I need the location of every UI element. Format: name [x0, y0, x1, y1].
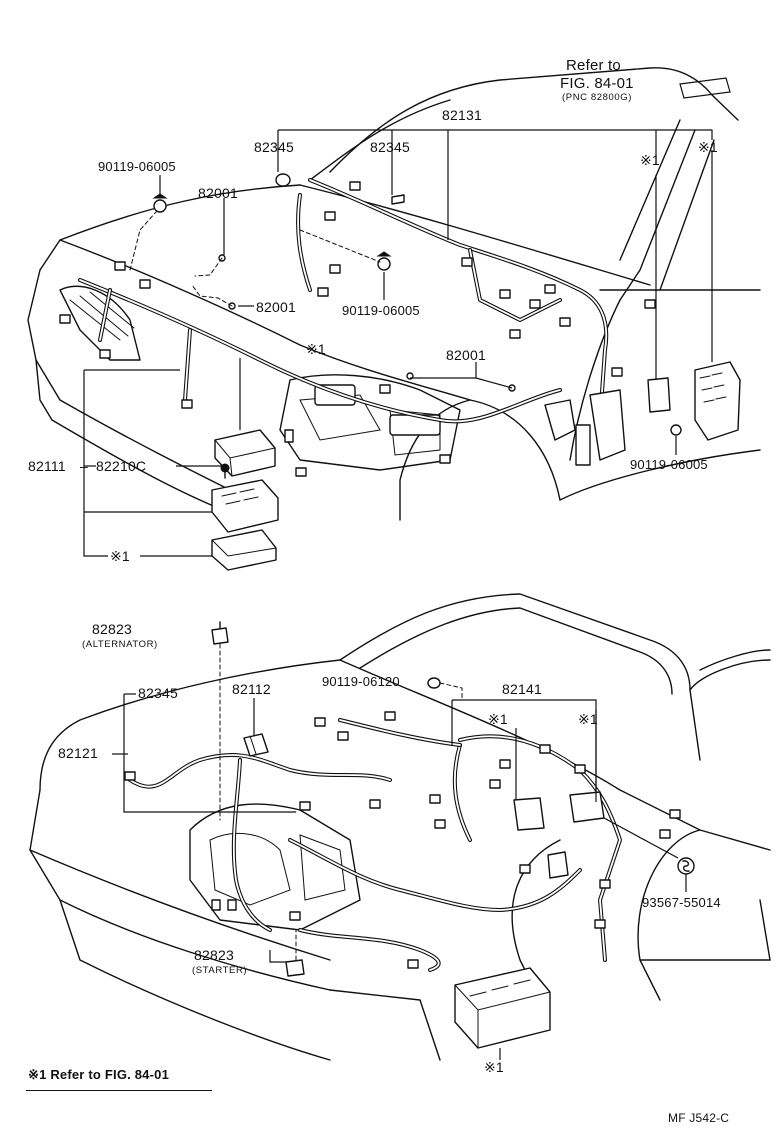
part-82131-label: 82131: [442, 107, 482, 123]
alternator-label: (ALTERNATOR): [82, 639, 158, 650]
diagram-code-label: MF J542-C: [668, 1111, 730, 1125]
part-82111-label: 82111: [28, 458, 66, 474]
top-connectors: [59, 181, 656, 477]
part-90119-06120-label: 90119-06120: [322, 674, 400, 689]
footnote-label: ※1 Refer to FIG. 84-01: [28, 1067, 170, 1082]
part-82823-label-a: 82823: [92, 621, 132, 637]
figure-reference-label: FIG. 84-01: [560, 75, 634, 92]
reference-mark-1-g: ※1: [484, 1059, 504, 1075]
part-82823-label-b: 82823: [194, 947, 234, 963]
part-90119-06005-label-c: 90119-06005: [630, 457, 708, 472]
alternator-terminal-82823: [211, 621, 229, 821]
part-82210c-label: 82210C: [96, 458, 147, 474]
part-90119-06005-label-a: 90119-06005: [98, 159, 176, 174]
part-93567-55014-label: 93567-55014: [642, 895, 721, 910]
starter-label: (STARTER): [192, 965, 248, 976]
bolt-90119-06120: [427, 677, 463, 701]
part-82001-label-b: 82001: [256, 299, 296, 315]
pnc-reference-label: (PNC 82800G): [562, 92, 633, 103]
top-component-cluster: [544, 389, 626, 466]
reference-mark-1-e: ※1: [488, 711, 508, 727]
bottom-connectors: [124, 711, 681, 969]
part-82001-label-c: 82001: [446, 347, 486, 363]
reference-mark-1-b: ※1: [698, 139, 718, 155]
part-82141-label: 82141: [502, 681, 542, 697]
part-82121-label: 82121: [58, 745, 98, 761]
reference-mark-1-d: ※1: [110, 548, 130, 564]
footnote-underline: [26, 1090, 212, 1091]
top-harness-82131: [296, 178, 609, 422]
reference-mark-1-f: ※1: [578, 711, 598, 727]
top-harness-82111: [78, 278, 562, 424]
top-leader-lines: [83, 77, 731, 557]
bottom-car-body: [29, 593, 771, 1061]
clip-82210c: [220, 463, 230, 479]
junction-block-right[interactable]: [647, 361, 741, 441]
part-82345-label-b: 82345: [370, 139, 410, 155]
part-82345-label-c: 82345: [138, 685, 178, 701]
relay-block-82111[interactable]: [211, 429, 279, 571]
bottom-harness-82121: [128, 752, 582, 972]
bottom-harness-82141: [338, 718, 622, 962]
dash-separator: –: [80, 458, 88, 474]
part-82001-label-a: 82001: [198, 185, 238, 201]
reference-mark-1-a: ※1: [640, 152, 660, 168]
part-82112-label: 82112: [232, 681, 271, 697]
refer-to-label: Refer to: [566, 57, 621, 74]
starter-terminal-82823: [285, 929, 305, 977]
reference-mark-1-c: ※1: [306, 341, 326, 357]
grommet-82112: [243, 733, 269, 757]
part-90119-06005-label-b: 90119-06005: [342, 303, 420, 318]
top-car-body: [27, 67, 761, 521]
sensor-wires-82001: [129, 211, 381, 307]
bottom-leader-lines: [112, 693, 687, 1060]
screw-93567-55014: [677, 857, 695, 875]
fuse-block-bottom[interactable]: [454, 967, 551, 1049]
part-82345-label-a: 82345: [254, 139, 294, 155]
